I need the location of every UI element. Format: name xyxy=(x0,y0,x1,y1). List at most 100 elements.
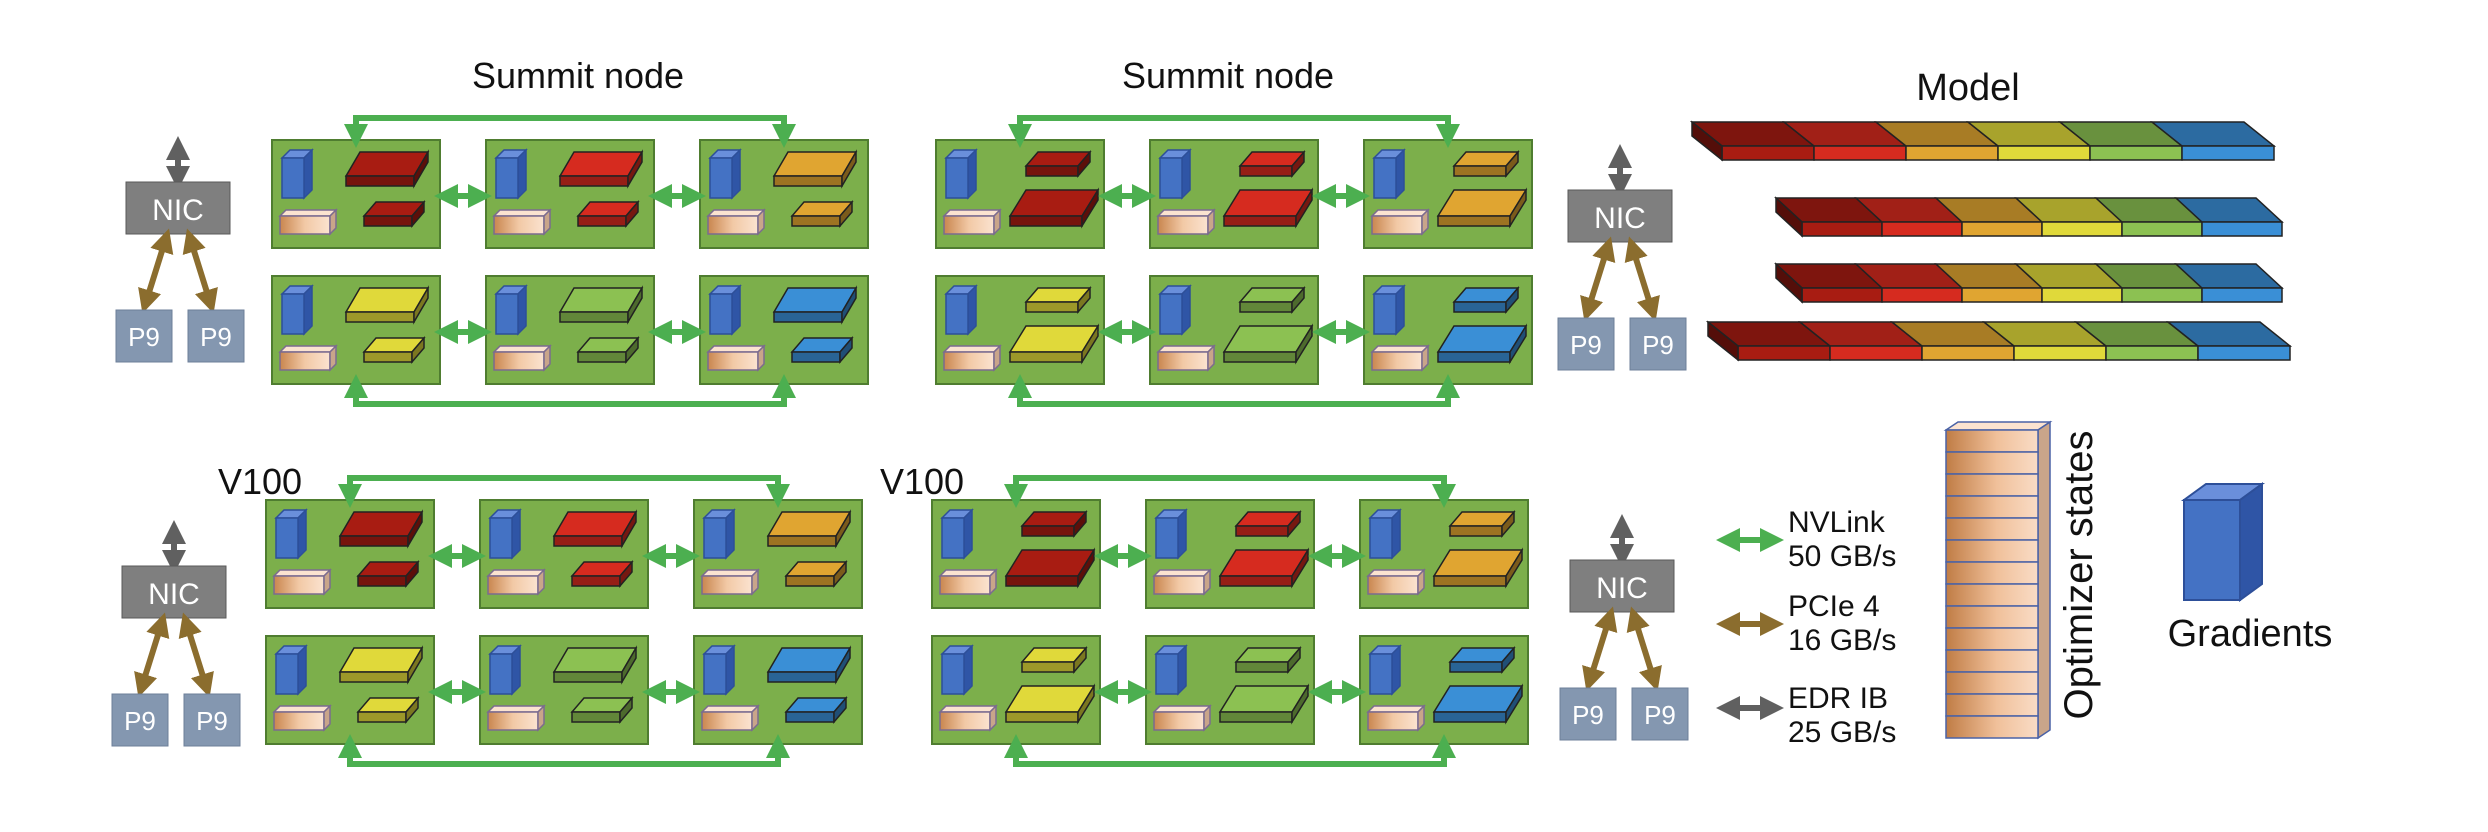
model-shard-end xyxy=(1775,196,1803,238)
model-shard-front xyxy=(1997,145,2091,161)
gpu-compute-cube-icon-front xyxy=(1159,293,1183,335)
legend-pcie-name: PCIe 4 xyxy=(1788,590,1880,623)
gpu-compute-cube-icon xyxy=(1372,284,1406,336)
parameter-shard-slab-side xyxy=(1287,645,1301,675)
optimizer-stack-segment xyxy=(1945,605,2039,629)
cpu-label: P9 xyxy=(124,706,156,736)
gradient-shard-slab-front xyxy=(1219,575,1293,587)
gpu-compute-cube-icon-side xyxy=(725,508,735,560)
parameter-shard-slab-side xyxy=(835,509,851,549)
gpu-compute-cube-icon xyxy=(702,508,736,560)
nvlink-bracket-arrow xyxy=(1008,374,1460,407)
parameter-shard-slab xyxy=(772,149,858,189)
gpu-compute-cube-icon-side xyxy=(1177,508,1187,560)
gradient-shard-slab xyxy=(356,559,420,589)
parameter-shard-slab-front xyxy=(773,311,843,323)
gpu-memory-bar-icon-front xyxy=(1371,215,1423,235)
model-shard-front xyxy=(2105,345,2199,361)
model-title: Model xyxy=(1916,67,2020,109)
gpu-compute-cube-icon-side xyxy=(511,644,521,696)
gpu-compute-cube-icon-front xyxy=(945,293,969,335)
parameter-shard-slab-front xyxy=(1235,661,1289,673)
gradient-shard-slab-front xyxy=(577,215,627,227)
parameter-shard-slab-side xyxy=(841,149,857,189)
model-shard-front xyxy=(2201,287,2283,303)
gradient-shard-slab-side xyxy=(839,335,853,365)
gpu-memory-bar-icon xyxy=(1152,568,1212,596)
gpu-memory-bar-icon xyxy=(942,208,1002,236)
gpu-compute-cube-icon-side xyxy=(731,284,741,336)
gpu-memory-bar-icon-front xyxy=(939,575,991,595)
gradient-shard-slab-side xyxy=(1505,683,1523,725)
gpu-card xyxy=(479,499,649,609)
gpu-compute-cube-icon xyxy=(708,284,742,336)
gpu-memory-bar-icon-top xyxy=(1370,345,1430,353)
gpu-memory-bar-icon xyxy=(700,704,760,732)
parameter-shard-slab xyxy=(772,285,858,325)
gpu-memory-bar-icon-side xyxy=(993,344,1001,372)
gpu-compute-cube-icon-side xyxy=(967,284,977,336)
gradient-shard-slab-side xyxy=(1509,187,1527,229)
gpu-compute-cube-icon-front xyxy=(709,157,733,199)
parameter-shard-slab-front xyxy=(767,671,837,683)
model-shard-end xyxy=(1707,320,1739,362)
gpu-compute-cube-icon-front xyxy=(495,293,519,335)
pcie-arrow xyxy=(134,612,170,698)
gpu-compute-cube-icon-front xyxy=(703,517,727,559)
pcie-arrow xyxy=(182,228,218,314)
gpu-memory-bar-icon-side xyxy=(1203,704,1211,732)
gradient-shard-slab-front xyxy=(357,575,407,587)
gpu-memory-bar-icon xyxy=(272,568,332,596)
nic-label: NIC xyxy=(152,194,204,227)
gpu-compute-cube-icon xyxy=(494,284,528,336)
cpu-label: P9 xyxy=(1570,330,1602,360)
gpu-compute-cube-icon xyxy=(1372,148,1406,200)
parameter-shard-slab xyxy=(1238,285,1306,315)
gpu-compute-cube-icon-side xyxy=(1181,148,1191,200)
gradient-shard-slab-side xyxy=(833,559,847,589)
gpu-card xyxy=(935,139,1105,249)
nvlink-bracket-arrow xyxy=(344,374,796,407)
cpu-box xyxy=(115,309,173,363)
model-shard-front xyxy=(1961,221,2043,237)
gpu-compute-cube-icon-front xyxy=(1155,517,1179,559)
parameter-shard-slab-front xyxy=(559,175,629,187)
gpu-card xyxy=(931,635,1101,745)
parameter-shard-slab-front xyxy=(1025,165,1079,177)
gradient-shard-slab-front xyxy=(791,351,841,363)
nic-box xyxy=(121,565,227,619)
cpu-label: P9 xyxy=(128,322,160,352)
gpu-memory-bar-icon-front xyxy=(701,711,753,731)
gradient-shard-slab-side xyxy=(625,199,639,229)
gpu-memory-bar-icon xyxy=(700,568,760,596)
gpu-memory-bar-icon-side xyxy=(989,568,997,596)
gpu-memory-bar-icon-side xyxy=(757,344,765,372)
gpu-compute-cube-icon xyxy=(940,508,974,560)
gradient-shard-slab xyxy=(1432,547,1524,589)
cpu-label: P9 xyxy=(196,706,228,736)
gpu-memory-bar-icon-front xyxy=(493,351,545,371)
gradient-shard-slab xyxy=(784,559,848,589)
gpu-memory-bar-icon xyxy=(486,704,546,732)
legend-nvlink: NVLink 50 GB/s xyxy=(1716,506,1896,573)
parameter-shard-slab-side xyxy=(621,509,637,549)
gradient-shard-slab-front xyxy=(363,215,413,227)
gpu-compute-cube-icon-side xyxy=(967,148,977,200)
gpu-memory-bar-icon-front xyxy=(273,575,325,595)
gradient-shard-slab-front xyxy=(1433,711,1507,723)
gpu-card xyxy=(693,635,863,745)
gpu-memory-bar-icon-front xyxy=(939,711,991,731)
gpu-memory-bar-icon-top xyxy=(942,345,1002,353)
parameter-shard-slab-front xyxy=(1449,661,1503,673)
gpu-card xyxy=(1145,635,1315,745)
gradient-shard-slab-front xyxy=(785,575,835,587)
gpu-compute-cube-icon xyxy=(708,148,742,200)
parameter-shard-slab-front xyxy=(1239,301,1293,313)
gpu-compute-cube-icon-front xyxy=(941,517,965,559)
parameter-shard-slab-side xyxy=(1077,149,1091,179)
gpu-memory-bar-icon xyxy=(1366,568,1426,596)
gpu-memory-bar-icon-front xyxy=(273,711,325,731)
gpu-memory-bar-icon-side xyxy=(1207,208,1215,236)
gpu-compute-cube-icon xyxy=(1158,148,1192,200)
